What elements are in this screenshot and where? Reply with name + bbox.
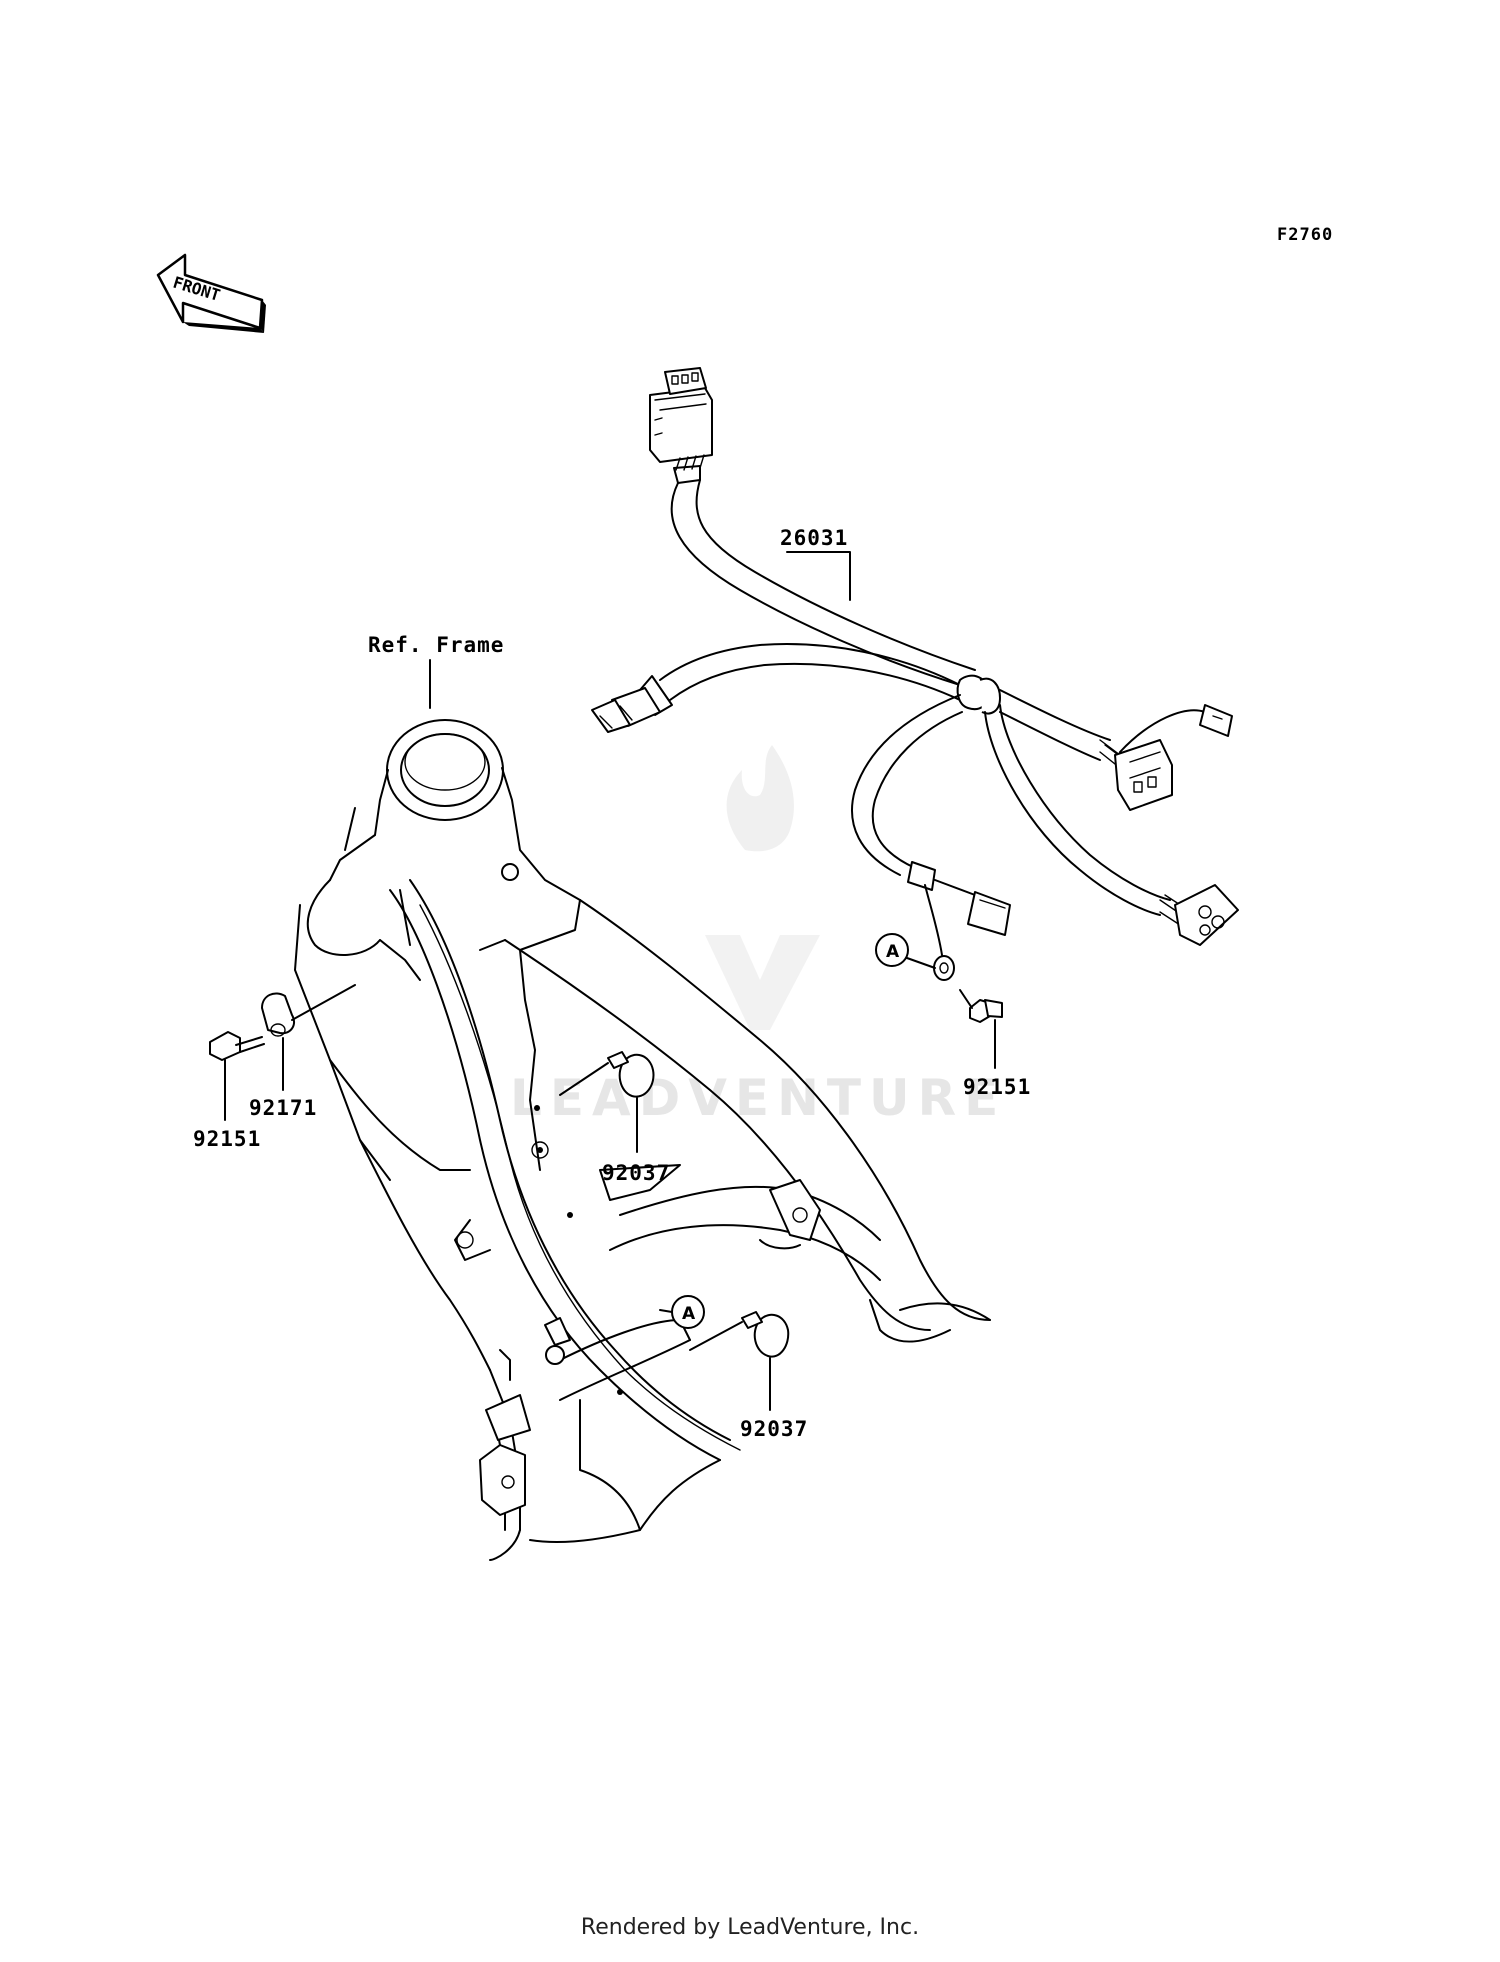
bolt-right-drawing	[959, 989, 1003, 1023]
clamp-upper-drawing	[559, 1051, 655, 1098]
callout-a-frame-circle	[671, 1295, 705, 1329]
wiring-harness-26031	[591, 367, 1239, 981]
front-arrow-icon: FRONT	[156, 253, 266, 333]
callout-a-frame: A	[682, 1304, 696, 1324]
clamp-left-drawing	[261, 984, 356, 1037]
callout-a-ground-circle	[875, 933, 909, 967]
callout-a-ground: A	[886, 942, 900, 962]
footer-credit: Rendered by LeadVenture, Inc.	[580, 1915, 920, 1940]
bolt-left-drawing	[209, 1031, 265, 1061]
watermark-text: LEADVENTURE	[510, 1069, 1006, 1127]
frame-drawing	[294, 719, 991, 1561]
diagram-code: F2760	[1277, 225, 1333, 245]
ref-frame-label: Ref. Frame	[368, 633, 504, 657]
part-number-92151-left: 92151	[193, 1127, 261, 1151]
clamp-lower-drawing	[689, 1311, 790, 1358]
part-number-92037-lower: 92037	[740, 1417, 808, 1441]
part-number-26031: 26031	[780, 526, 848, 550]
part-number-92171: 92171	[249, 1096, 317, 1120]
part-number-92037-upper: 92037	[602, 1161, 670, 1185]
leadventure-watermark-logo	[705, 745, 820, 1030]
part-number-92151-right: 92151	[963, 1075, 1031, 1099]
